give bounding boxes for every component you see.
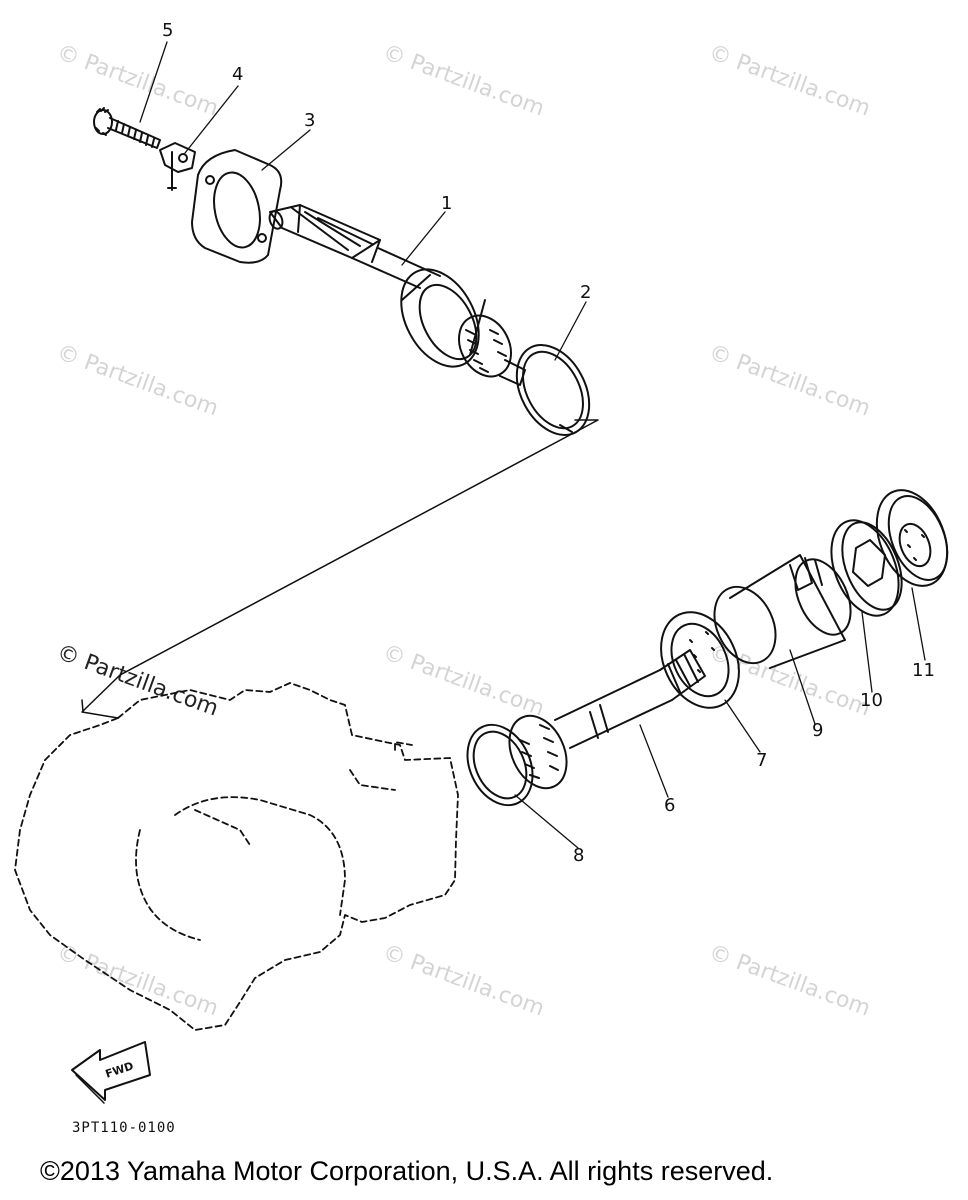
crankcase-outline xyxy=(14,682,459,1031)
assembly-guide-line xyxy=(81,419,599,719)
callout-4: 4 xyxy=(232,64,244,85)
callout-9: 9 xyxy=(812,720,824,741)
callout-7: 7 xyxy=(756,750,768,771)
callout-1: 1 xyxy=(441,193,453,214)
callout-2: 2 xyxy=(580,282,592,303)
part-8-circlip xyxy=(466,723,534,807)
callout-6: 6 xyxy=(664,795,676,816)
part-2-circlip xyxy=(515,344,591,436)
part-5-screw xyxy=(93,107,161,149)
callout-10: 10 xyxy=(860,690,883,711)
callout-3: 3 xyxy=(304,110,316,131)
callout-8: 8 xyxy=(573,845,585,866)
fwd-label: FWD xyxy=(104,1059,135,1080)
drawing-code: 3PT110-0100 xyxy=(72,1120,176,1136)
copyright-notice: ©2013 Yamaha Motor Corporation, U.S.A. A… xyxy=(40,1156,774,1186)
callout-5: 5 xyxy=(162,20,174,41)
leader-lines xyxy=(139,41,926,849)
part-9-coupling xyxy=(713,554,852,669)
callout-11: 11 xyxy=(912,660,935,681)
fwd-arrow: FWD xyxy=(71,1041,151,1104)
part-6-shaft xyxy=(508,649,706,790)
part-11-bearing xyxy=(875,489,949,587)
part-4-bracket xyxy=(159,142,196,191)
part-7-bearing xyxy=(660,611,740,709)
part-10-nut xyxy=(830,519,903,617)
part-1-shaft xyxy=(268,204,526,386)
part-3-plate xyxy=(191,149,283,264)
